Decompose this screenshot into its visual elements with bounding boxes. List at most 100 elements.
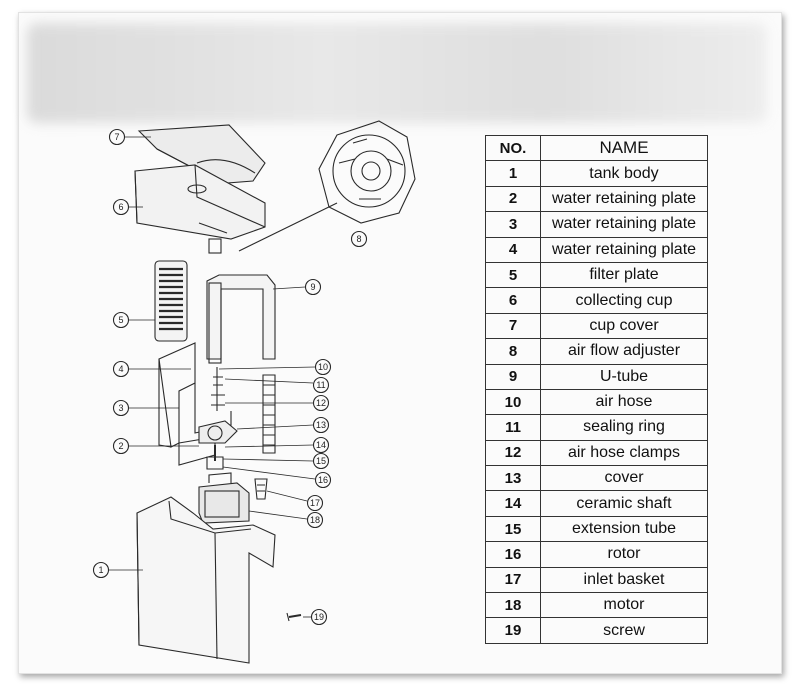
part-number-cell: 5 [485,261,541,289]
callout-17: 17 [306,494,324,512]
tank-body-part [136,496,276,664]
callout-1: 1 [92,561,110,579]
svg-text:17: 17 [310,498,320,508]
water-retaining-plates [158,342,232,466]
part-name-cell: filter plate [540,261,708,289]
air-hose-assembly [211,367,276,454]
table-header-row: NO. NAME [485,134,708,162]
svg-text:5: 5 [118,315,123,325]
part-name-cell: cup cover [540,312,708,340]
callout-10: 10 [314,358,332,376]
svg-text:4: 4 [118,364,123,374]
part-number-cell: 13 [485,465,541,492]
svg-text:15: 15 [316,456,326,466]
diagram-sheet: 7 6 8 5 4 3 2 1 9 10 11 12 13 14 15 16 1… [18,12,782,674]
svg-text:12: 12 [316,398,326,408]
svg-text:11: 11 [316,380,325,390]
callout-8: 8 [350,230,368,248]
svg-text:3: 3 [118,403,123,413]
svg-text:10: 10 [318,362,328,372]
callout-9: 9 [304,278,322,296]
motor-part [198,472,250,524]
part-name-cell: water retaining plate [540,211,708,238]
part-name-cell: motor [540,592,708,619]
svg-text:19: 19 [314,612,324,622]
callout-16: 16 [314,471,332,489]
part-name-cell: water retaining plate [540,185,708,213]
part-number-cell: 8 [485,338,541,365]
callout-7: 7 [108,128,126,146]
part-name-cell: U-tube [540,363,708,390]
svg-text:9: 9 [310,282,315,292]
u-tube-part [206,274,276,364]
header-no: NO. [485,134,541,162]
part-name-cell: air hose [540,388,708,416]
part-name-cell: rotor [540,541,708,568]
callout-6: 6 [112,198,130,216]
header-name: NAME [540,134,708,162]
part-number-cell: 17 [485,566,541,594]
svg-text:2: 2 [118,441,123,451]
svg-text:6: 6 [118,202,123,212]
callout-15: 15 [312,452,330,470]
part-number-cell: 11 [485,414,541,441]
part-name-cell: cover [540,465,708,492]
part-number-cell: 7 [485,312,541,340]
part-number-cell: 4 [485,236,541,263]
callout-2: 2 [112,437,130,455]
part-name-cell: tank body [540,160,708,187]
svg-text:14: 14 [316,440,326,450]
part-number-cell: 1 [485,160,541,187]
part-number-cell: 18 [485,592,541,619]
svg-text:1: 1 [98,565,103,575]
inlet-basket-part [254,478,268,500]
callout-13: 13 [312,416,330,434]
blurred-header-text [27,23,767,123]
part-number-cell: 2 [485,185,541,213]
part-number-cell: 14 [485,490,541,517]
part-number-cell: 6 [485,287,541,314]
callout-4: 4 [112,360,130,378]
part-number-cell: 16 [485,541,541,568]
part-number-cell: 10 [485,388,541,416]
part-name-cell: air flow adjuster [540,338,708,365]
svg-text:18: 18 [310,515,320,525]
callout-3: 3 [112,399,130,417]
part-name-cell: water retaining plate [540,236,708,263]
svg-text:13: 13 [316,420,326,430]
pump-head-assembly [198,420,238,470]
svg-text:7: 7 [114,132,119,142]
part-name-cell: sealing ring [540,414,708,441]
screw-part [286,612,302,622]
callout-11: 11 [312,376,330,394]
part-name-cell: inlet basket [540,566,708,594]
part-name-cell: collecting cup [540,287,708,314]
callout-5: 5 [112,311,130,329]
part-number-cell: 19 [485,617,541,644]
part-number-cell: 3 [485,211,541,238]
callout-18: 18 [306,511,324,529]
part-name-cell: extension tube [540,515,708,543]
filter-plate-part [154,260,188,342]
leader-lines [109,136,316,618]
part-name-cell: air hose clamps [540,439,708,467]
exploded-view-diagram: 7 6 8 5 4 3 2 1 9 10 11 12 13 14 15 16 1… [92,120,416,664]
